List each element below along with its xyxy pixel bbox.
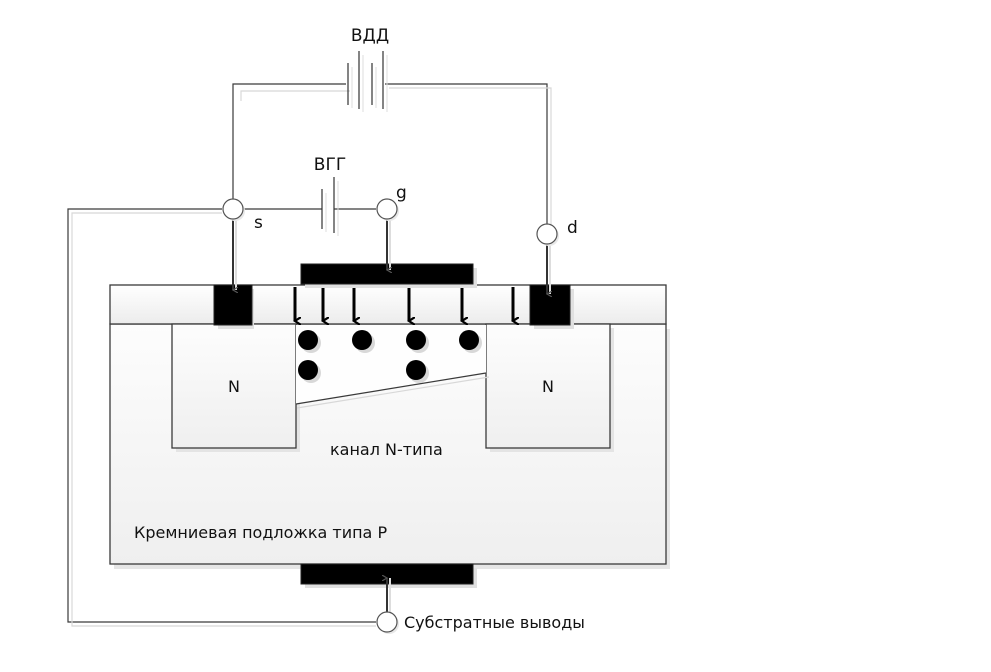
gate-contact bbox=[300, 263, 477, 288]
n-region-drain bbox=[485, 323, 614, 452]
electron bbox=[298, 360, 318, 380]
electron bbox=[406, 360, 426, 380]
vgg-label: ВГГ bbox=[314, 155, 346, 175]
source-label: s bbox=[254, 213, 263, 233]
substrate-terminal-label: Субстратные выводы bbox=[404, 613, 585, 632]
gate-terminal[interactable] bbox=[376, 198, 399, 221]
drain-label: d bbox=[567, 218, 578, 238]
channel-region bbox=[295, 325, 490, 409]
electrons bbox=[298, 330, 482, 383]
channel-label: канал N-типа bbox=[330, 440, 443, 459]
electron bbox=[459, 330, 479, 350]
oxide-layer bbox=[109, 284, 667, 325]
drain-contact bbox=[529, 284, 574, 329]
n-region-source-label: N bbox=[228, 377, 240, 396]
substrate-terminal[interactable] bbox=[376, 611, 399, 634]
electron bbox=[406, 330, 426, 350]
electron bbox=[352, 330, 372, 350]
electron bbox=[298, 330, 318, 350]
vdd-label: ВДД bbox=[351, 26, 389, 46]
source-terminal[interactable] bbox=[222, 198, 245, 221]
gate-label: g bbox=[396, 183, 407, 203]
field-arrows bbox=[295, 287, 513, 321]
drain-terminal[interactable] bbox=[536, 223, 559, 246]
vgg-battery-icon bbox=[321, 177, 339, 236]
substrate-label: Кремниевая подложка типа P bbox=[134, 523, 387, 542]
source-contact bbox=[213, 284, 254, 329]
circuit-wires bbox=[67, 83, 552, 627]
terminal-leads bbox=[232, 220, 550, 612]
n-region-drain-label: N bbox=[542, 377, 554, 396]
vdd-battery-icon bbox=[347, 51, 388, 112]
